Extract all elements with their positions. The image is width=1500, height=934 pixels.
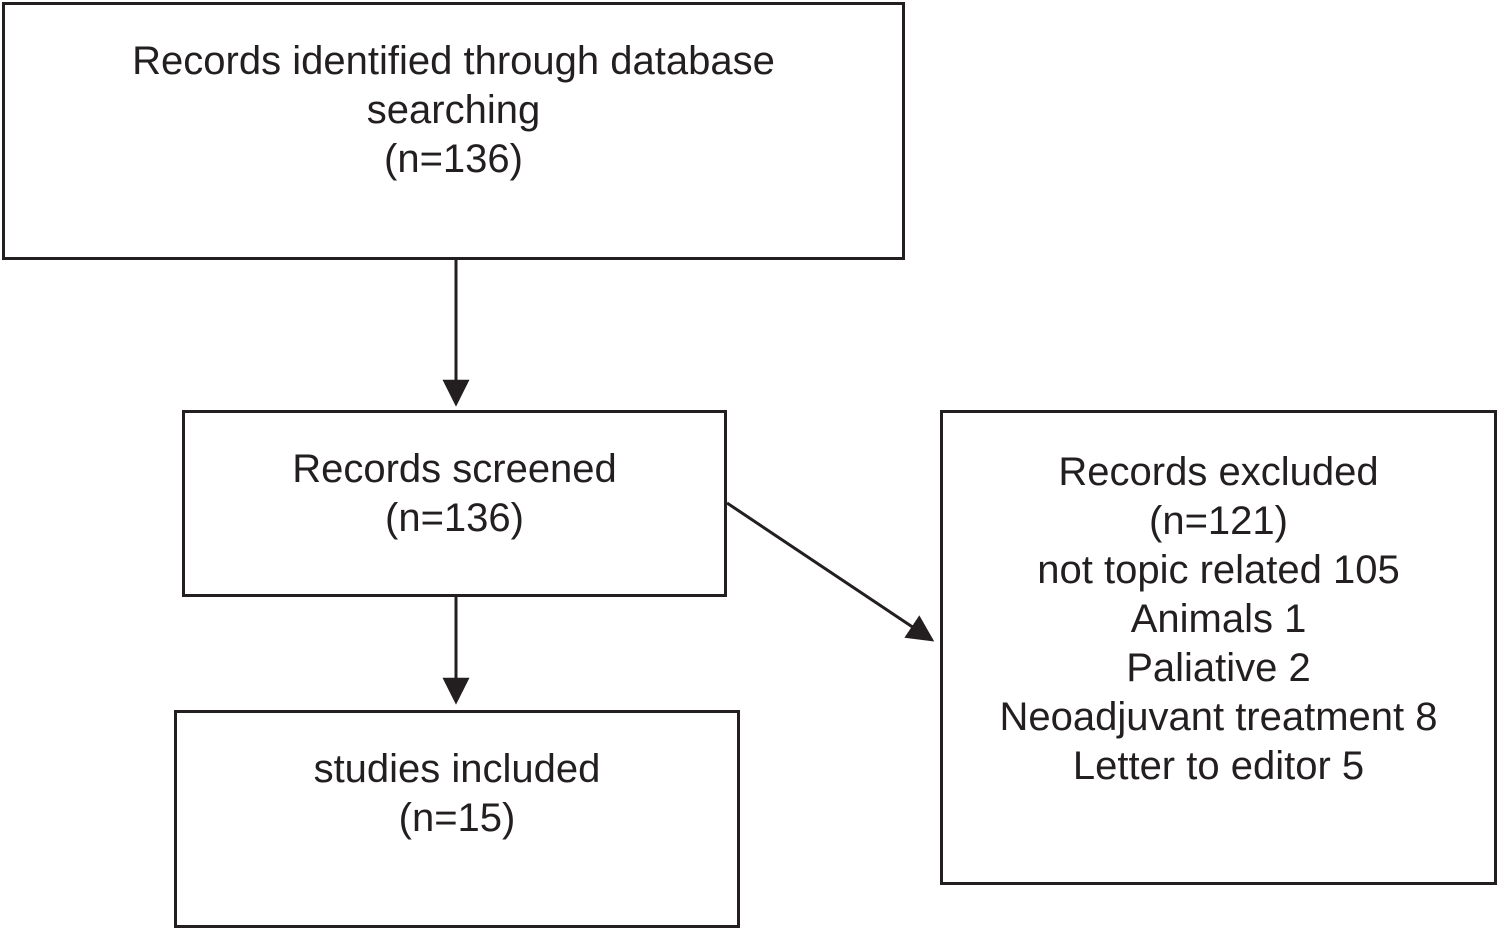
box-excluded-reason-animals: Animals 1	[1130, 597, 1307, 641]
box-studies-included: studies included (n=15)	[174, 710, 740, 928]
box-records-identified: Records identified through database sear…	[2, 2, 905, 260]
box-records-excluded-line: Records excluded	[1058, 450, 1379, 494]
box-studies-included-count: (n=15)	[398, 796, 516, 840]
box-records-screened: Records screened (n=136)	[182, 410, 727, 597]
box-records-identified-line: Records identified through database	[132, 39, 775, 83]
box-records-screened-line: Records screened	[292, 447, 617, 491]
box-excluded-reason-paliative: Paliative 2	[1126, 646, 1311, 690]
box-studies-included-line: studies included	[313, 747, 601, 791]
box-records-excluded-count: (n=121)	[1149, 499, 1288, 543]
box-excluded-reason-letter-to-editor: Letter to editor 5	[1072, 744, 1365, 788]
arrow-screened-to-excluded	[726, 501, 935, 642]
box-records-screened-count: (n=136)	[385, 496, 524, 540]
box-excluded-reason-neoadjuvant: Neoadjuvant treatment 8	[999, 695, 1438, 739]
box-records-identified-line: searching	[366, 88, 541, 132]
box-records-identified-count: (n=136)	[384, 137, 523, 181]
box-records-excluded: Records excluded (n=121) not topic relat…	[940, 410, 1497, 885]
box-excluded-reason-not-topic-related: not topic related 105	[1037, 548, 1400, 592]
